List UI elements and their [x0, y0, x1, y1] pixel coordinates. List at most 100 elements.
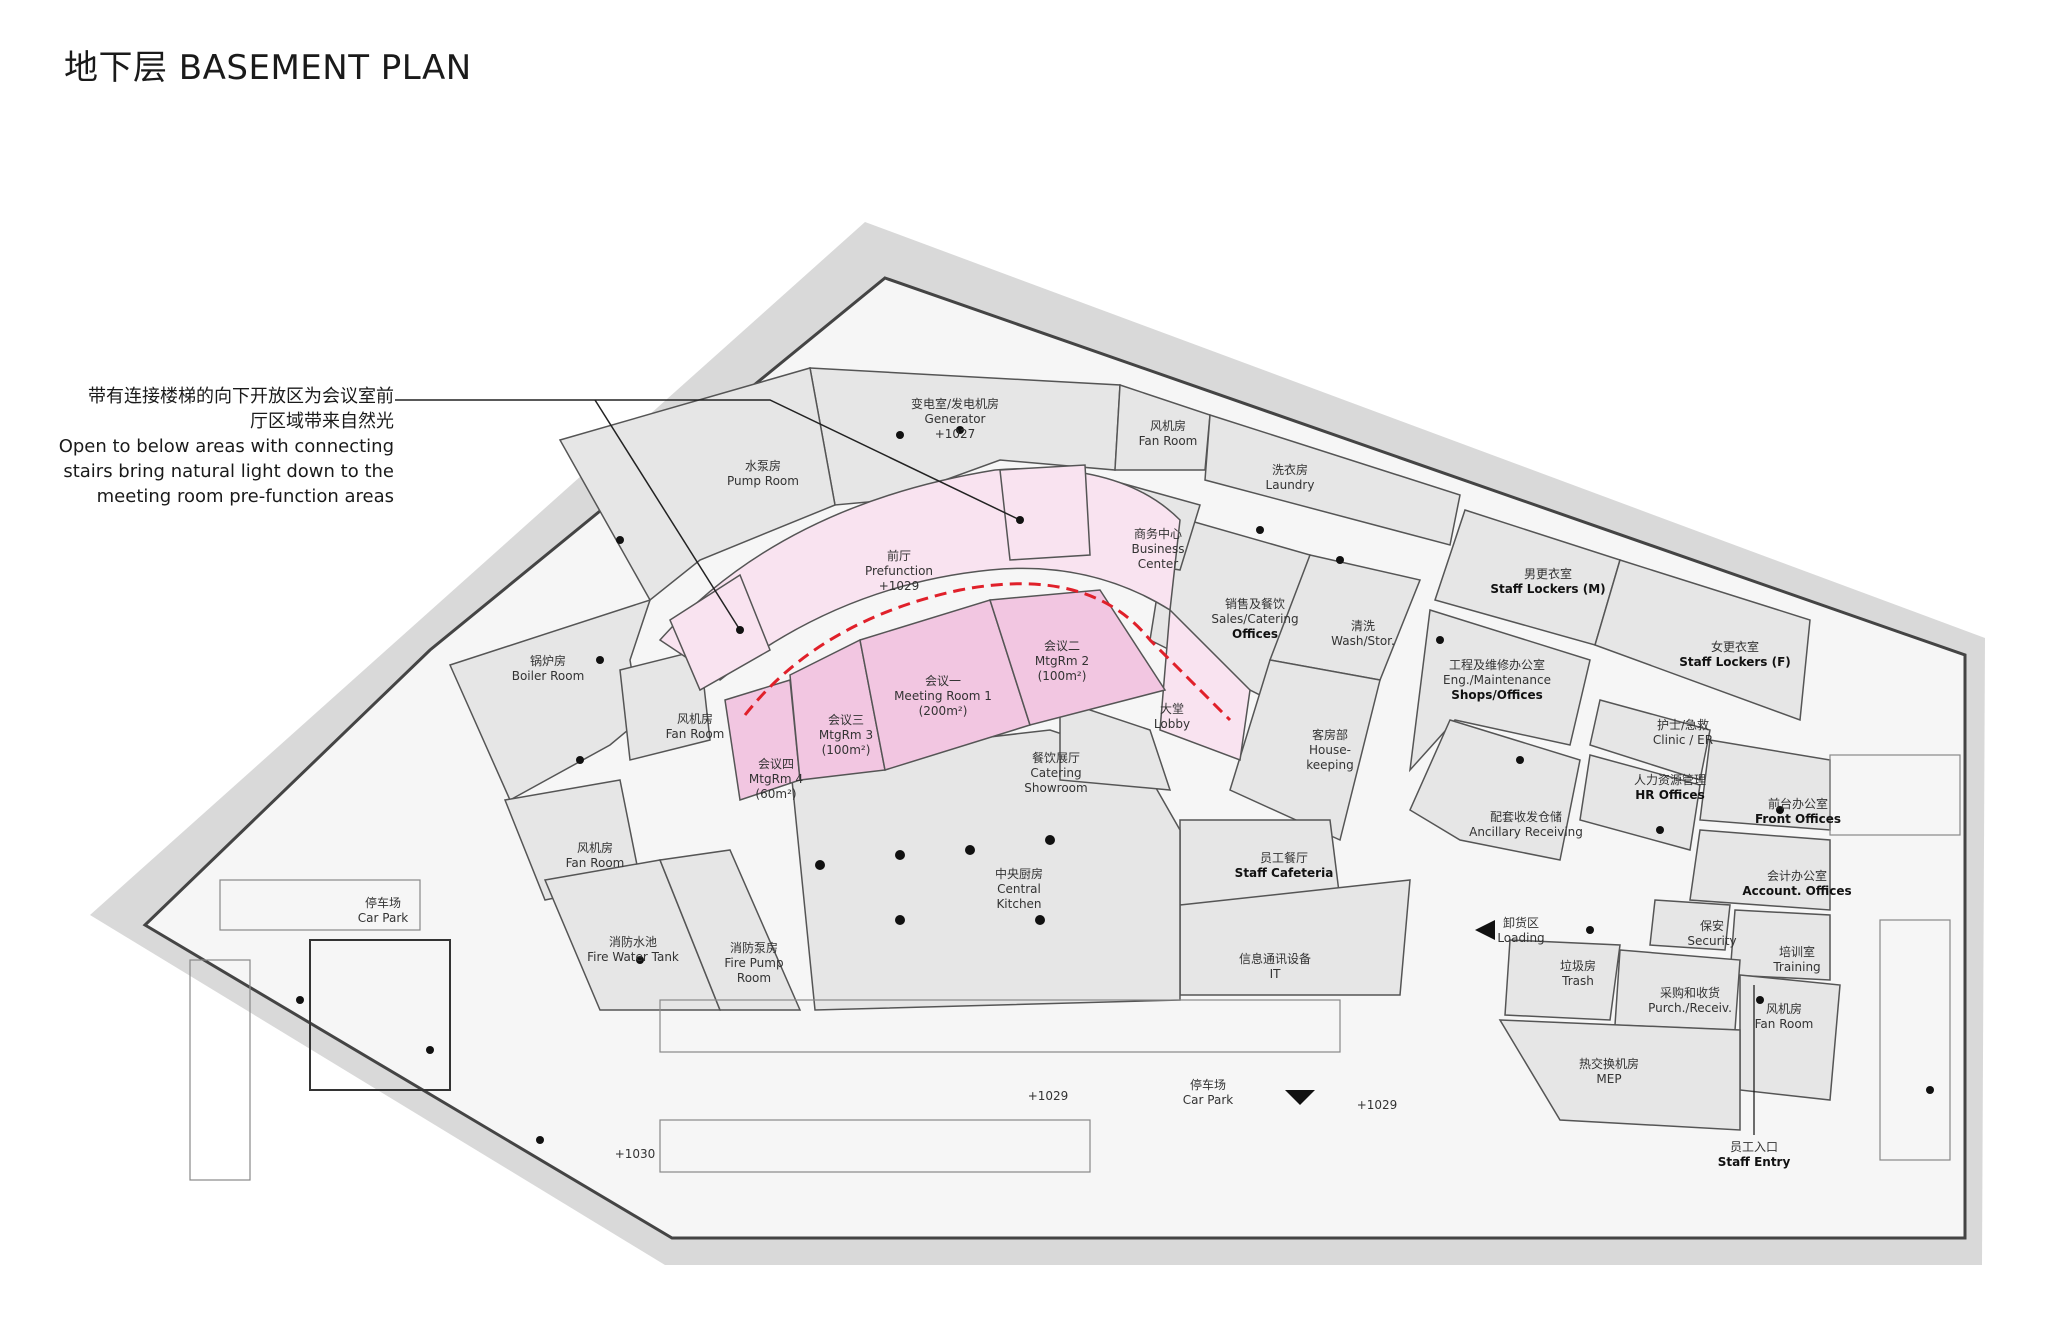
label-generator-level: +1027 [935, 427, 976, 441]
label-trash-zh: 垃圾房 [1560, 958, 1596, 973]
label-boiler-zh: 锅炉房 [530, 653, 566, 668]
circulation-route [743, 582, 1232, 722]
label-front-office-zh: 前台办公室 [1768, 796, 1828, 811]
room-account [1689, 829, 1831, 911]
annotation-en-line2: stairs bring natural light down to the [63, 461, 394, 482]
annotation-en-line3: meeting room pre-function areas [96, 486, 394, 507]
room-fan4 [1739, 974, 1841, 1101]
label-business-en1: Business [1132, 542, 1185, 556]
label-engineering-bold: Shops/Offices [1451, 688, 1543, 702]
label-firewater-zh: 消防水池 [609, 934, 657, 949]
label-account-zh: 会计办公室 [1767, 868, 1827, 883]
label-prefunction-en: Prefunction [865, 564, 933, 578]
label-mtg1-zh: 会议一 [925, 674, 961, 688]
label-sales-zh: 销售及餐饮 [1225, 596, 1285, 611]
label-mtg4-zh: 会议四 [758, 757, 794, 771]
entry-arrow-carpark-icon [1285, 1090, 1315, 1105]
room-security [1649, 899, 1731, 951]
core-structure [309, 939, 451, 1091]
room-fan2 [619, 649, 711, 761]
label-showroom-en2: Showroom [1024, 781, 1087, 795]
label-front-office-en: Front Offices [1755, 812, 1841, 826]
parking-row-2 [659, 1119, 1091, 1173]
label-cafeteria-zh: 员工餐厅 [1260, 850, 1308, 865]
room-pump [558, 367, 836, 602]
label-boiler-en: Boiler Room [512, 669, 585, 683]
room-lockers-f [1594, 559, 1811, 722]
parking-row-5 [1829, 754, 1961, 836]
leader-line-2 [594, 399, 741, 631]
label-staff-entry-en: Staff Entry [1718, 1155, 1791, 1169]
label-fan3-en: Fan Room [566, 856, 625, 870]
label-carpark1-zh: 停车场 [365, 895, 401, 910]
label-showroom-en1: Catering [1030, 766, 1081, 780]
label-account-en: Account. Offices [1742, 884, 1851, 898]
void-1 [999, 464, 1091, 561]
label-mtg2-en: MtgRm 2 [1035, 654, 1089, 668]
label-housekeeping-zh: 客房部 [1312, 727, 1348, 742]
label-business-zh: 商务中心 [1134, 526, 1182, 541]
page-title: 地下层 BASEMENT PLAN [64, 48, 472, 88]
room-firepump [658, 849, 802, 1011]
label-clinic-zh: 护士/急救 [1657, 717, 1709, 732]
label-prefunction-level: +1029 [879, 579, 920, 593]
annotation-zh-line1: 带有连接楼梯的向下开放区为会议室前 [88, 386, 394, 407]
label-kitchen-en1: Central [997, 882, 1041, 896]
label-hr-en: HR Offices [1635, 788, 1704, 802]
label-mtg3-area: (100m²) [822, 743, 871, 757]
label-lockers-m-zh: 男更衣室 [1524, 566, 1572, 581]
label-housekeeping-en2: keeping [1306, 758, 1353, 772]
entry-arrow-loading-icon [1475, 920, 1495, 940]
parking-row-6 [1879, 919, 1951, 1161]
parking-row-3 [219, 879, 421, 931]
label-engineering-zh: 工程及维修办公室 [1449, 657, 1545, 672]
room-training [1729, 909, 1831, 981]
label-fan3-zh: 风机房 [577, 840, 613, 855]
room-trash [1504, 939, 1621, 1021]
label-mtg2-zh: 会议二 [1044, 639, 1080, 653]
room-laundry [1204, 413, 1461, 546]
label-ancillary-en: Ancillary Receiving [1469, 825, 1583, 839]
parking-row-1 [659, 999, 1341, 1053]
room-clinic [1589, 699, 1711, 781]
label-laundry-zh: 洗衣房 [1272, 462, 1308, 477]
label-carpark2-en: Car Park [1183, 1093, 1233, 1107]
label-staff-entry-zh: 员工入口 [1730, 1140, 1778, 1154]
label-kitchen-en2: Kitchen [996, 897, 1041, 911]
label-fan4-zh: 风机房 [1766, 1001, 1802, 1016]
label-mtg3-zh: 会议三 [828, 713, 864, 727]
label-training-en: Training [1772, 960, 1820, 974]
label-it-zh: 信息通讯设备 [1239, 951, 1311, 966]
label-generator-zh: 变电室/发电机房 [911, 396, 999, 411]
label-carpark2-zh: 停车场 [1190, 1077, 1226, 1092]
room-mtg2 [989, 589, 1167, 726]
label-cafeteria-en: Staff Cafeteria [1235, 866, 1334, 880]
label-firepump-en1: Fire Pump [724, 956, 783, 970]
level-1029b: +1029 [1357, 1098, 1398, 1112]
label-loading-zh: 卸货区 [1503, 915, 1539, 930]
label-wash-zh: 清洗 [1351, 619, 1375, 633]
label-sales-en: Sales/Catering [1211, 612, 1298, 626]
label-lockers-f-zh: 女更衣室 [1711, 639, 1759, 654]
room-hr [1579, 754, 1701, 851]
label-fan1-zh: 风机房 [1150, 418, 1186, 433]
label-security-en: Security [1687, 934, 1736, 948]
label-business-en2: Center [1138, 557, 1178, 571]
label-trash-en: Trash [1561, 974, 1594, 988]
label-firepump-zh: 消防泵房 [730, 940, 778, 955]
level-1030: +1030 [615, 1147, 656, 1161]
label-purchase-zh: 采购和收货 [1660, 985, 1720, 1000]
void-2 [669, 573, 771, 692]
label-showroom-zh: 餐饮展厅 [1032, 750, 1080, 765]
room-engineering [1408, 609, 1591, 773]
label-mtg4-area: (60m²) [755, 787, 796, 801]
label-fan1-en: Fan Room [1139, 434, 1198, 448]
label-pump-en: Pump Room [727, 474, 799, 488]
parking-row-4 [189, 959, 251, 1181]
label-prefunction-zh: 前厅 [887, 548, 911, 563]
label-lobby-en: Lobby [1154, 717, 1190, 731]
annotation-en-line1: Open to below areas with connecting [58, 436, 394, 457]
label-mtg4-en: MtgRm 4 [749, 772, 803, 786]
label-mtg3-en: MtgRm 3 [819, 728, 873, 742]
